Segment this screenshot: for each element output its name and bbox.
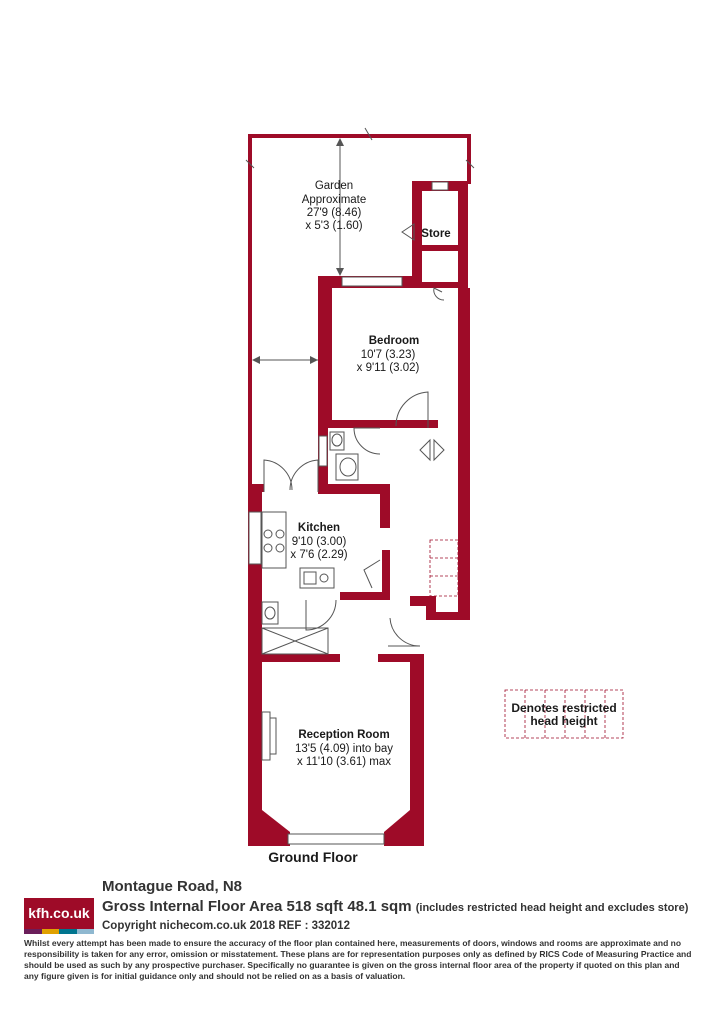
room-reception: Reception Room 13'5 (4.09) into bay x 11… bbox=[295, 729, 393, 768]
logo-stripe bbox=[41, 929, 59, 934]
svg-text:x 11'10 (3.61) max: x 11'10 (3.61) max bbox=[297, 756, 391, 768]
svg-text:9'10 (3.00): 9'10 (3.00) bbox=[292, 536, 347, 548]
svg-text:10'7 (3.23): 10'7 (3.23) bbox=[361, 349, 416, 361]
property-address: Montague Road, N8 bbox=[102, 878, 243, 895]
svg-text:13'5 (4.09) into bay: 13'5 (4.09) into bay bbox=[295, 743, 393, 755]
svg-text:head height: head height bbox=[530, 714, 597, 728]
svg-text:Bedroom: Bedroom bbox=[369, 335, 419, 347]
floor-area-value: Gross Internal Floor Area 518 sqft 48.1 … bbox=[102, 898, 412, 915]
logo-stripes bbox=[24, 929, 94, 934]
floor-area-note: (includes restricted head height and exc… bbox=[415, 902, 689, 914]
floor-label: Ground Floor bbox=[268, 849, 358, 865]
svg-text:x 5'3 (1.60): x 5'3 (1.60) bbox=[305, 220, 362, 232]
svg-text:Denotes restricted: Denotes restricted bbox=[511, 701, 616, 715]
restricted-area-in-plan bbox=[429, 539, 459, 597]
svg-text:Approximate: Approximate bbox=[302, 194, 367, 206]
kfh-logo: kfh.co.uk bbox=[24, 898, 94, 934]
svg-text:Reception Room: Reception Room bbox=[298, 729, 389, 741]
room-kitchen: Kitchen 9'10 (3.00) x 7'6 (2.29) bbox=[290, 522, 347, 561]
room-bedroom: Bedroom 10'7 (3.23) x 9'11 (3.02) bbox=[357, 335, 420, 374]
logo-stripe bbox=[24, 929, 42, 934]
fixtures bbox=[261, 431, 359, 761]
garden-area bbox=[245, 127, 475, 486]
windows bbox=[248, 181, 449, 845]
room-garden: Garden Approximate 27'9 (8.46) x 5'3 (1.… bbox=[302, 180, 367, 232]
floor-area: Gross Internal Floor Area 518 sqft 48.1 … bbox=[102, 898, 688, 915]
doors bbox=[263, 223, 445, 647]
svg-text:x 9'11 (3.02): x 9'11 (3.02) bbox=[357, 362, 420, 374]
room-store: Store bbox=[421, 228, 450, 240]
svg-text:x 7'6 (2.29): x 7'6 (2.29) bbox=[290, 549, 347, 561]
svg-text:Garden: Garden bbox=[315, 180, 353, 192]
copyright: Copyright nichecom.co.uk 2018 REF : 3320… bbox=[102, 920, 350, 932]
disclaimer: Whilst every attempt has been made to en… bbox=[24, 938, 692, 981]
svg-text:Kitchen: Kitchen bbox=[298, 522, 340, 534]
svg-text:27'9 (8.46): 27'9 (8.46) bbox=[307, 207, 362, 219]
logo-stripe bbox=[76, 929, 94, 934]
logo-stripe bbox=[59, 929, 77, 934]
restricted-height-legend: Denotes restricted head height bbox=[504, 689, 624, 739]
